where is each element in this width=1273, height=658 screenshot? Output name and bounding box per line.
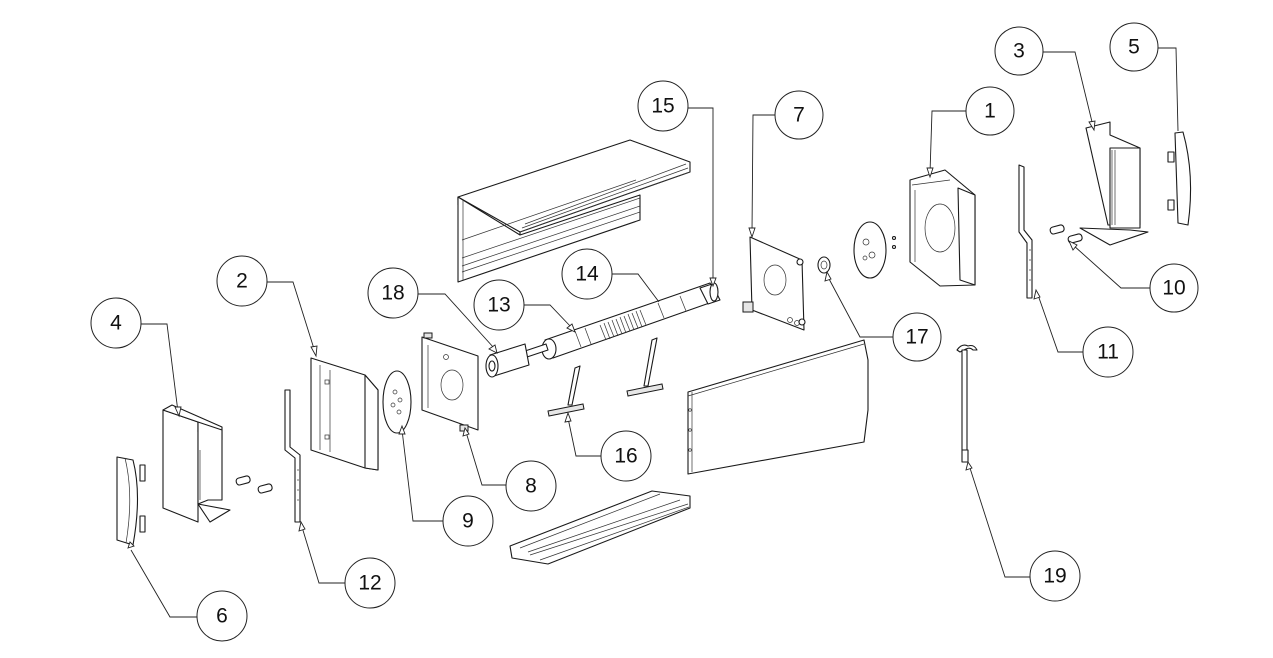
svg-text:2: 2 [236,270,248,293]
svg-text:5: 5 [1128,36,1140,59]
right-end-cap [1167,131,1192,226]
right-guide-rail-strip [1018,164,1033,299]
left-pins [235,475,273,494]
svg-text:4: 4 [110,312,122,335]
left-end-cap [116,456,146,546]
callout-19: 19 [1029,550,1081,602]
leader-lines [127,47,1179,618]
bottom-bar-profile [509,490,691,565]
callout-7: 7 [774,90,824,140]
svg-text:10: 10 [1162,277,1185,300]
svg-text:19: 19 [1043,565,1066,588]
callout-13: 13 [473,279,525,331]
callout-14: 14 [561,248,613,300]
callout-12: 12 [344,557,396,609]
svg-text:6: 6 [216,605,228,628]
left-mounting-bracket [162,404,231,523]
svg-text:1: 1 [984,100,996,123]
callout-9: 9 [442,495,494,547]
svg-text:3: 3 [1013,40,1025,63]
svg-text:13: 13 [487,294,510,317]
svg-text:18: 18 [381,282,404,305]
left-guide-rail-strip [284,389,301,523]
crank-hook-rod [956,344,978,463]
right-bearing-plate [742,236,806,331]
svg-text:11: 11 [1097,341,1119,364]
top-box-cover [457,139,691,283]
svg-text:8: 8 [525,475,537,498]
callout-3: 3 [994,26,1044,76]
svg-text:9: 9 [462,510,474,533]
callout-18: 18 [367,267,419,319]
left-bearing-plate [421,332,479,432]
callout-15: 15 [637,80,689,132]
callout-1: 1 [965,86,1015,136]
shutter-slat [687,339,869,475]
svg-text:12: 12 [358,572,381,595]
hanging-straps [547,337,664,417]
svg-text:16: 16 [614,445,637,468]
svg-text:7: 7 [793,104,805,127]
callout-11: 11 [1082,326,1134,378]
svg-text:14: 14 [575,263,599,286]
callout-16: 16 [600,430,652,482]
callout-4: 4 [90,297,142,349]
right-pins [1049,224,1083,244]
right-bearing-disc [853,221,897,279]
left-side-end-plate-housing [310,357,379,471]
svg-text:15: 15 [651,95,674,118]
callout-2: 2 [216,255,268,307]
callout-6: 6 [196,590,248,642]
right-side-end-plate-housing [909,169,976,287]
callout-17: 17 [892,312,942,362]
bearing-bushing [817,256,831,274]
callout-10: 10 [1149,263,1199,313]
callout-5: 5 [1109,22,1159,72]
svg-text:17: 17 [905,326,928,349]
right-mounting-bracket [1079,121,1149,246]
roller-tube-assembly [485,282,721,378]
callout-8: 8 [505,460,557,512]
left-bearing-disc [382,370,412,434]
